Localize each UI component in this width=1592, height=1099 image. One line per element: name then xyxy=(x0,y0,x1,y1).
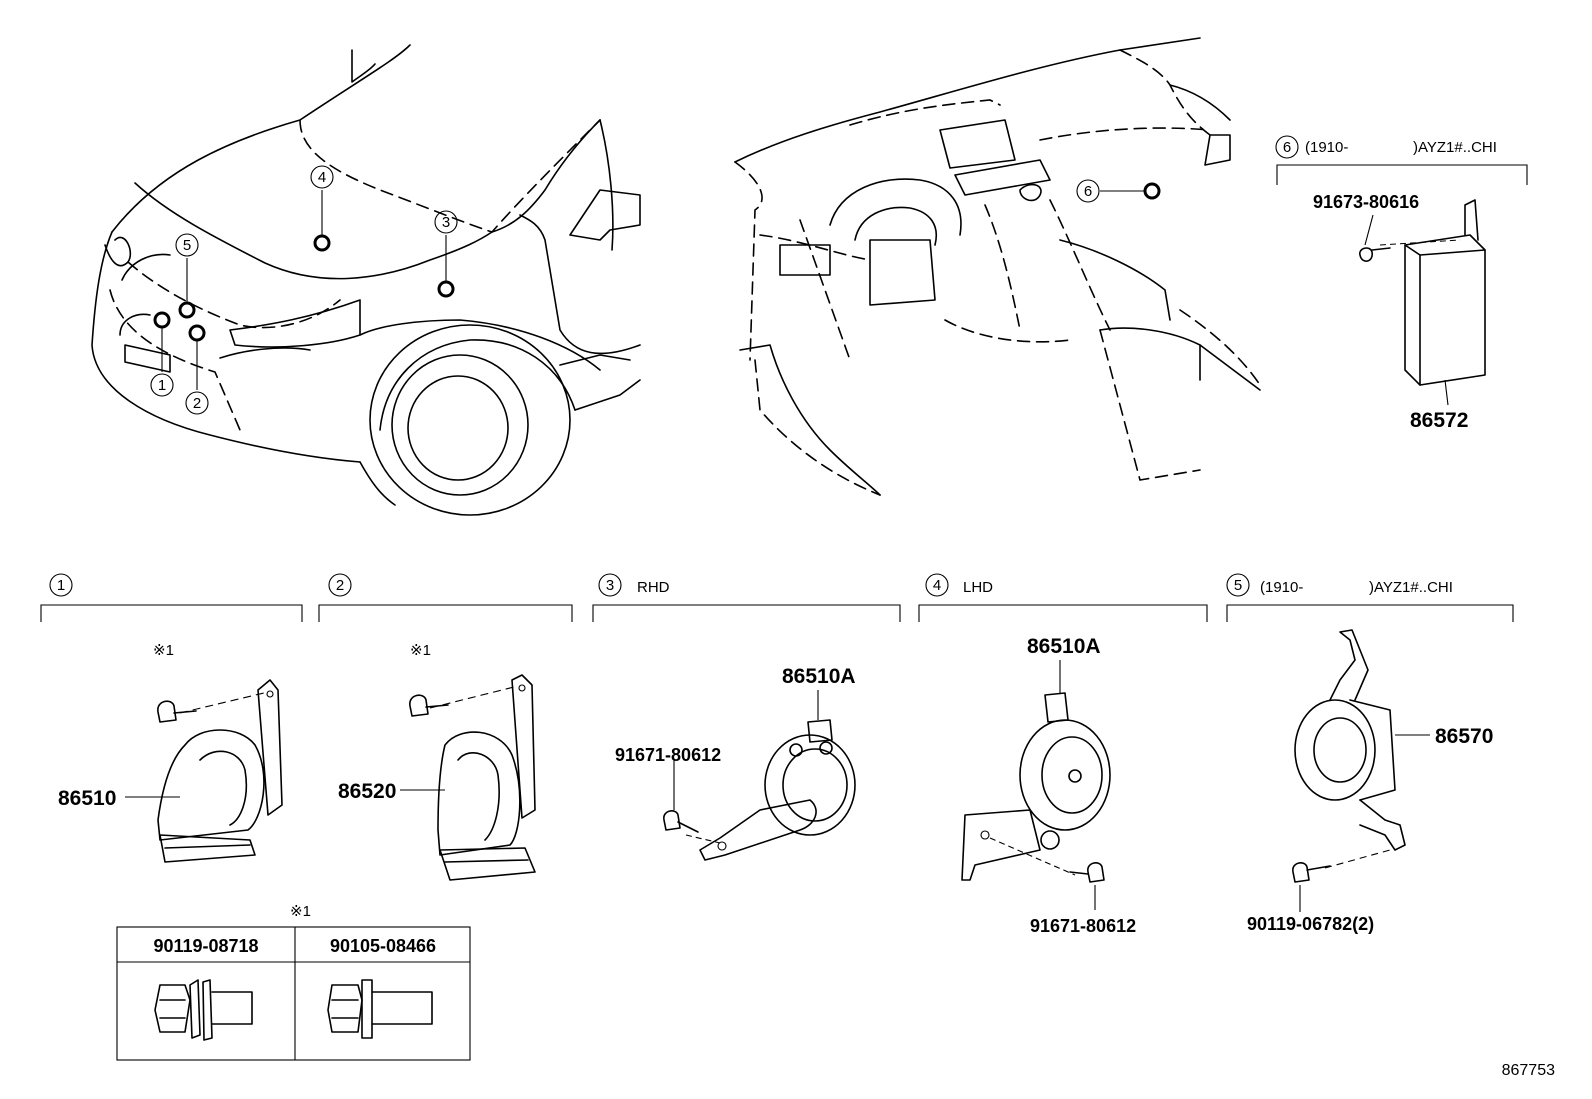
svg-text:1: 1 xyxy=(158,377,166,394)
diagram-id: 867753 xyxy=(1502,1062,1555,1079)
callout-6-dash: 6 xyxy=(1076,179,1100,203)
svg-text:86572: 86572 xyxy=(1410,409,1468,432)
svg-text:※1: ※1 xyxy=(410,642,431,659)
svg-text:6: 6 xyxy=(1283,139,1291,156)
svg-text:91671-80612: 91671-80612 xyxy=(615,745,721,765)
group-3-header: 3 RHD xyxy=(592,573,901,622)
dashboard-illustration xyxy=(734,37,1261,496)
part-86572-controller: 91673-80616 86572 xyxy=(1313,192,1486,432)
car-front-illustration xyxy=(91,44,641,516)
svg-text:90119-06782(2): 90119-06782(2) xyxy=(1247,914,1374,934)
group-2-header: 2 xyxy=(318,573,573,622)
group-5-header: 5 (1910- )AYZ1#..CHI xyxy=(1226,573,1514,622)
part-86520-horn-low: ※1 86520 xyxy=(338,642,536,881)
svg-text:1: 1 xyxy=(57,577,65,594)
svg-text:2: 2 xyxy=(193,395,201,412)
svg-text:86570: 86570 xyxy=(1435,725,1493,748)
svg-text:86510: 86510 xyxy=(58,787,116,810)
svg-text:)AYZ1#..CHI: )AYZ1#..CHI xyxy=(1413,139,1497,156)
svg-text:(1910-: (1910- xyxy=(1260,579,1303,596)
svg-text:(1910-: (1910- xyxy=(1305,139,1348,156)
group-4-header: 4 LHD xyxy=(918,573,1208,622)
svg-text:91671-80612: 91671-80612 xyxy=(1030,916,1136,936)
svg-text:)AYZ1#..CHI: )AYZ1#..CHI xyxy=(1369,579,1453,596)
part-86510A-lhd: 86510A 91671-80612 xyxy=(961,635,1136,936)
svg-text:4: 4 xyxy=(933,577,941,594)
svg-text:86520: 86520 xyxy=(338,780,396,803)
part-86570-siren: 86570 90119-06782(2) xyxy=(1247,629,1493,934)
svg-text:2: 2 xyxy=(336,577,344,594)
callout-4-car: 4 xyxy=(310,165,334,189)
group-6-header: 6 (1910- )AYZ1#..CHI xyxy=(1275,135,1528,185)
svg-text:90105-08466: 90105-08466 xyxy=(330,936,436,956)
svg-text:90119-08718: 90119-08718 xyxy=(153,936,258,956)
svg-text:6: 6 xyxy=(1084,183,1092,200)
svg-text:86510A: 86510A xyxy=(782,665,856,688)
part-86510-horn-high: ※1 86510 xyxy=(58,642,283,863)
callout-3-car: 3 xyxy=(434,210,458,234)
svg-text:5: 5 xyxy=(1234,577,1242,594)
callout-2-car: 2 xyxy=(185,391,209,415)
callout-1-car: 1 xyxy=(150,373,174,397)
bolt-reference-table: ※1 90119-08718 90105-08466 xyxy=(116,903,471,1061)
svg-text:※1: ※1 xyxy=(153,642,174,659)
group-1-header: 1 xyxy=(40,573,303,622)
svg-text:86510A: 86510A xyxy=(1027,635,1101,658)
svg-text:※1: ※1 xyxy=(290,903,311,920)
svg-text:3: 3 xyxy=(442,214,450,231)
svg-text:5: 5 xyxy=(183,237,191,254)
part-86510A-rhd: 86510A 91671-80612 xyxy=(615,665,856,861)
svg-text:LHD: LHD xyxy=(963,579,993,596)
svg-text:RHD: RHD xyxy=(637,579,670,596)
svg-text:3: 3 xyxy=(606,577,614,594)
svg-text:4: 4 xyxy=(318,169,326,186)
callout-5-car: 5 xyxy=(175,233,199,257)
svg-text:91673-80616: 91673-80616 xyxy=(1313,192,1419,212)
